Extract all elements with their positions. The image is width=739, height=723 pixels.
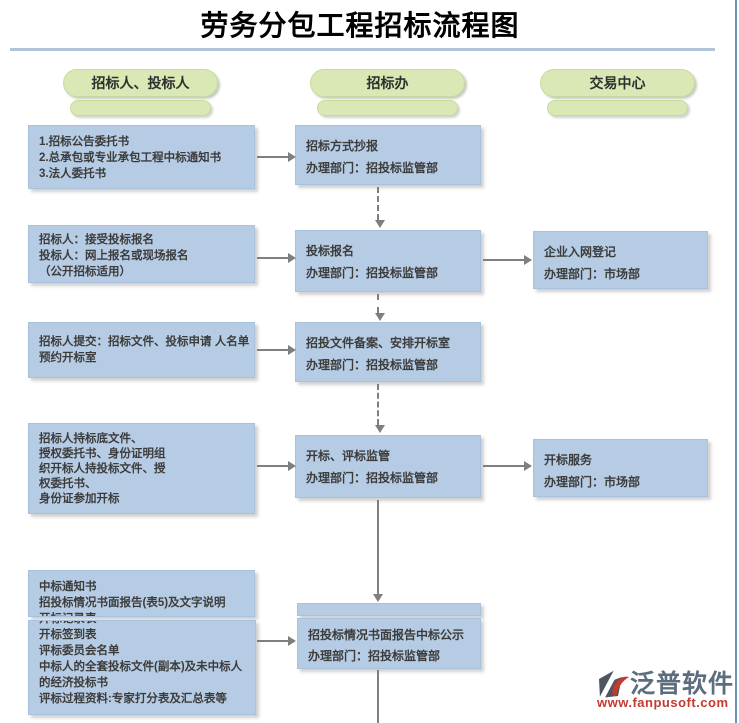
box-bid-signup: 投标报名 办理部门：招投标监管部: [295, 230, 481, 292]
box-award-publicity: 招投标情况书面报告中标公示 办理部门：招投标监管部: [297, 618, 481, 669]
arrow-applicant-to-method: [257, 152, 296, 162]
header-trading-center: 交易中心: [540, 69, 695, 97]
box-line: 织开标人持投标文件、授: [39, 463, 166, 475]
box-line: 招投标情况书面报告(表5)及文字说明: [39, 597, 226, 609]
box-line: 企业入网登记: [544, 245, 617, 259]
box-line: 招投标情况书面报告中标公示: [308, 628, 465, 642]
box-line: 招标人持标底文件、: [39, 433, 143, 445]
box-line: 开标记录表: [39, 621, 245, 627]
box-line: 授权委托书、身份证明组: [39, 448, 166, 460]
title-divider: [10, 48, 715, 51]
box-line: 的经济投标书: [39, 677, 108, 689]
logo-name: 泛普软件: [630, 670, 735, 698]
box-network-registration: 企业入网登记 办理部门：市场部: [533, 231, 708, 289]
arrow-supervision-to-publicity: [373, 500, 383, 602]
box-attend-opening: 招标人持标底文件、 授权委托书、身份证明组 织开标人持投标文件、授 权委托书、 …: [28, 423, 255, 514]
arrow-record-to-supervision: [375, 384, 385, 433]
arrow-awarddocs-to-publicity: [257, 636, 296, 646]
page-right-border: [735, 0, 737, 723]
header-bidding-office: 招标办: [310, 69, 465, 97]
fanpu-logo-icon: [597, 668, 629, 700]
header-tenderer-bidder-shadow-pill: [70, 100, 211, 116]
box-award-docs-top: 中标通知书 招投标情况书面报告(表5)及文字说明 开标记录表: [28, 570, 255, 617]
box-line: 开标、评标监管: [306, 449, 391, 463]
box-line: 开标服务: [544, 453, 593, 467]
box-line: 预约开标室: [39, 352, 97, 364]
arrow-bid-to-network: [483, 255, 532, 265]
box-file-record: 招投文件备案、安排开标室 办理部门：招投标监管部: [295, 322, 481, 382]
box-line: 2.总承包或专业承包工程中标通知书: [39, 152, 222, 164]
box-line: 招标人：接受投标报名: [39, 234, 154, 246]
logo-url: www.fanpusoft.com: [597, 695, 729, 710]
box-line: 3.法人委托书: [39, 168, 107, 180]
box-line: 办理部门：招投标监管部: [306, 471, 439, 485]
box-applicant-docs: 1.招标公告委托书 2.总承包或专业承包工程中标通知书 3.法人委托书: [28, 125, 255, 189]
box-line: 办理部门：招投标监管部: [308, 649, 441, 663]
arrow-bid-to-record: [375, 294, 385, 321]
box-line: 评标过程资料:专家打分表及汇总表等: [39, 693, 227, 705]
box-line: 办理部门：市场部: [544, 267, 641, 281]
box-line: 中标通知书: [39, 581, 97, 593]
box-line: 招投文件备案、安排开标室: [306, 336, 451, 350]
box-line: 权委托书、: [39, 478, 97, 490]
box-line: 开标签到表: [39, 629, 97, 641]
box-line: 招标人提交：招标文件、投标申请 人名单: [39, 336, 250, 348]
clipped-box-strip: [297, 603, 481, 616]
arrow-submit-to-record: [257, 345, 296, 355]
box-line: （公开招标适用）: [39, 266, 131, 278]
box-line: 中标人的全套投标文件(副本)及未中标人: [39, 661, 243, 673]
logo-row: 泛普软件: [596, 668, 738, 700]
header-bidding-office-shadow-pill: [317, 100, 458, 116]
connector-publicity-down: [377, 670, 379, 723]
box-line: 身份证参加开标: [39, 493, 120, 505]
box-submit-docs: 招标人提交：招标文件、投标申请 人名单 预约开标室: [28, 322, 255, 378]
header-trading-center-shadow-pill: [547, 100, 688, 116]
box-line: 投标人：网上报名或现场报名: [39, 250, 189, 262]
box-line: 投标报名: [306, 244, 355, 258]
arrow-signup-to-bid: [257, 253, 296, 263]
box-line: 办理部门：市场部: [544, 475, 641, 489]
box-line: 开标记录表: [39, 611, 244, 616]
arrow-method-to-bid: [375, 187, 385, 228]
box-line: 办理部门：招投标监管部: [306, 266, 439, 280]
box-opening-service: 开标服务 办理部门：市场部: [533, 439, 708, 497]
box-opening-supervision: 开标、评标监管 办理部门：招投标监管部: [295, 435, 481, 498]
box-line: 1.招标公告委托书: [39, 136, 130, 148]
header-tenderer-bidder: 招标人、投标人: [63, 69, 218, 97]
box-line: 办理部门：招投标监管部: [306, 358, 439, 372]
arrow-supervision-to-service: [483, 461, 532, 471]
box-line: 办理部门：招投标监管部: [306, 161, 439, 175]
page-title: 劳务分包工程招标流程图: [200, 9, 520, 42]
box-signup-info: 招标人：接受投标报名 投标人：网上报名或现场报名 （公开招标适用）: [28, 225, 255, 283]
box-award-docs-bottom: 开标记录表 开标签到表 评标委员会名单 中标人的全套投标文件(副本)及未中标人 …: [28, 620, 256, 715]
clipped-text-block: 开标记录表 开标签到表 评标委员会名单 中标人的全套投标文件(副本)及未中标人 …: [39, 621, 245, 707]
arrow-attend-to-supervision: [257, 461, 296, 471]
box-method-report: 招标方式抄报 办理部门：招投标监管部: [295, 125, 481, 185]
fanpu-logo: 泛普软件 www.fanpusoft.com: [596, 668, 738, 710]
box-line: 评标委员会名单: [39, 645, 120, 657]
box-line: 招标方式抄报: [306, 139, 379, 153]
